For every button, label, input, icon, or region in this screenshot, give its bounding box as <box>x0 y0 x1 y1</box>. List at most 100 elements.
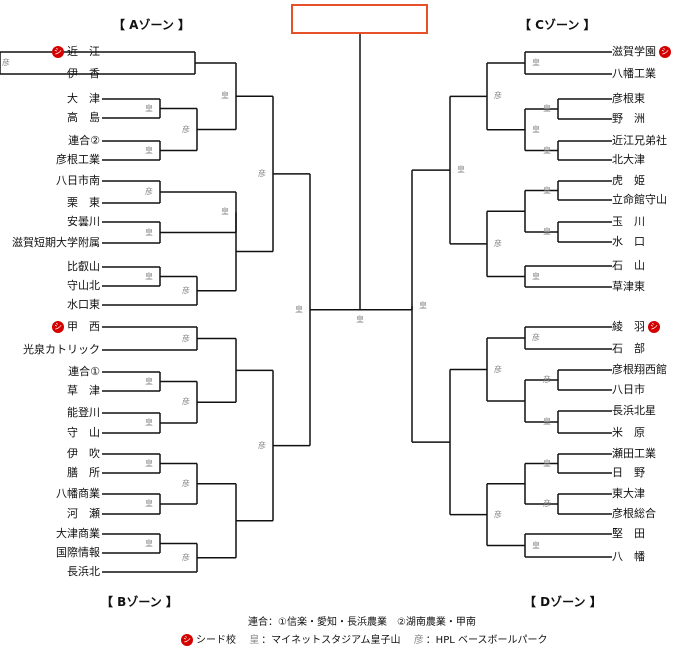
team-right-23: 八 幡 <box>612 550 645 564</box>
team-name: 高 島 <box>67 111 100 124</box>
zone-c-label: 【 Cゾーン 】 <box>519 18 596 32</box>
team-right-6: 虎 姫 <box>612 174 645 188</box>
team-left-4: 連合② <box>68 134 100 148</box>
team-name: 八幡商業 <box>56 487 100 500</box>
venue-label-hiko: 彦 <box>543 499 551 508</box>
team-name: 草津東 <box>612 280 645 293</box>
venue-label-hiko: 彦 <box>532 333 540 342</box>
venue-label-hiko: 彦 <box>2 58 10 67</box>
team-left-19: 伊 吹 <box>67 447 100 461</box>
venue-label-kou: 皇 <box>145 227 153 237</box>
team-name: 近 江 <box>67 45 100 58</box>
team-name: 八 幡 <box>612 550 645 563</box>
team-name: 彦根工業 <box>56 153 100 166</box>
team-left-5: 彦根工業 <box>56 153 100 167</box>
team-name: 瀬田工業 <box>612 447 656 460</box>
team-right-7: 立命館守山 <box>612 193 667 207</box>
team-right-5: 北大津 <box>612 153 645 167</box>
team-name: 連合② <box>68 134 100 147</box>
team-name: 河 瀬 <box>67 507 100 520</box>
team-left-25: 長浜北 <box>67 565 100 579</box>
seed-icon: シ <box>52 321 64 333</box>
venue-label-kou: 皇 <box>145 376 153 386</box>
team-left-2: 大 津 <box>67 92 100 106</box>
venue-label-kou: 皇 <box>543 104 551 113</box>
team-right-13: 石 部 <box>612 342 645 356</box>
venue-label-hiko: 彦 <box>182 552 190 562</box>
team-name: 長浜北星 <box>612 404 656 417</box>
team-name: 水口東 <box>67 298 100 311</box>
team-name: 彦根総合 <box>612 507 656 520</box>
team-left-8: 安曇川 <box>67 215 100 229</box>
team-right-8: 玉 川 <box>612 215 645 229</box>
venue-label-kou: 皇 <box>543 458 551 468</box>
venue-label-kou: 皇 <box>295 304 303 314</box>
team-right-22: 堅 田 <box>612 527 645 541</box>
team-name: 甲 西 <box>67 320 100 333</box>
team-left-16: 草 津 <box>67 384 100 398</box>
team-left-23: 大津商業 <box>56 527 100 541</box>
team-right-19: 日 野 <box>612 466 645 480</box>
team-right-16: 長浜北星 <box>612 404 656 418</box>
team-left-0: シ近 江 <box>49 45 100 59</box>
team-name: 立命館守山 <box>612 193 667 206</box>
team-left-20: 膳 所 <box>67 466 100 480</box>
venue-label-hiko: 彦 <box>494 509 502 519</box>
venue-label-kou: 皇 <box>356 314 364 324</box>
team-name: 八日市南 <box>56 174 100 187</box>
venue-label-kou: 皇 <box>145 418 153 427</box>
venue-label-kou: 皇 <box>221 207 229 217</box>
team-name: 草 津 <box>67 384 100 397</box>
seed-icon: シ <box>648 321 660 333</box>
team-left-10: 比叡山 <box>67 260 100 274</box>
zone-b-label: 【 Bゾーン 】 <box>101 595 178 609</box>
team-left-18: 守 山 <box>67 426 100 440</box>
team-name: 虎 姫 <box>612 174 645 187</box>
venue-label-kou: 皇 <box>543 145 551 155</box>
venue-label-hiko: 彦 <box>494 364 502 374</box>
team-left-21: 八幡商業 <box>56 487 100 501</box>
team-name: 野 洲 <box>612 112 645 125</box>
team-right-20: 東大津 <box>612 487 645 501</box>
venue-label-hiko: 彦 <box>145 187 153 196</box>
team-name: 比叡山 <box>67 260 100 273</box>
team-name: 大津商業 <box>56 527 100 540</box>
team-name: 能登川 <box>67 406 100 419</box>
team-left-9: 滋賀短期大学附属 <box>12 236 100 250</box>
venue-label-hiko: 彦 <box>182 478 190 488</box>
team-name: 近江兄弟社 <box>612 134 667 147</box>
team-left-7: 栗 東 <box>67 196 100 210</box>
team-name: 連合① <box>68 365 100 378</box>
legend-kou-text: ：マイネットスタジアム皇子山 <box>261 635 401 646</box>
venue-label-kou: 皇 <box>145 538 153 548</box>
team-left-13: シ甲 西 <box>49 320 100 334</box>
venue-label-kou: 皇 <box>532 271 540 281</box>
team-name: 北大津 <box>612 153 645 166</box>
rengo-note: 連合：①信楽・愛知・長浜農業 ②湖南農業・甲南 <box>248 617 476 628</box>
team-name: 石 部 <box>612 342 645 355</box>
team-name: 米 原 <box>612 426 645 439</box>
team-right-1: 八幡工業 <box>612 67 656 81</box>
team-right-0: 滋賀学園シ <box>612 45 674 59</box>
seed-icon: シ <box>181 634 193 646</box>
team-name: 八幡工業 <box>612 67 656 80</box>
team-right-9: 水 口 <box>612 235 645 249</box>
legend-kou-mark: 皇 <box>249 635 260 646</box>
venue-label-hiko: 彦 <box>543 375 551 384</box>
legend-hiko-text: ：HPL ベースボールパーク <box>425 635 548 646</box>
venue-label-hiko: 彦 <box>258 440 266 450</box>
venue-label-kou: 皇 <box>532 124 540 134</box>
team-left-22: 河 瀬 <box>67 507 100 521</box>
venue-label-hiko: 彦 <box>182 285 190 295</box>
venue-label-kou: 皇 <box>457 165 465 175</box>
team-left-24: 国際情報 <box>56 546 100 560</box>
venue-label-kou: 皇 <box>543 185 551 195</box>
seed-icon: シ <box>659 46 671 58</box>
team-name: 大 津 <box>67 92 100 105</box>
team-left-1: 伊 香 <box>67 67 100 81</box>
team-name: 国際情報 <box>56 546 100 559</box>
legend-seed-text: シード校 <box>196 635 236 646</box>
team-name: 伊 香 <box>67 67 100 80</box>
team-right-12: 綾 羽シ <box>612 320 663 334</box>
